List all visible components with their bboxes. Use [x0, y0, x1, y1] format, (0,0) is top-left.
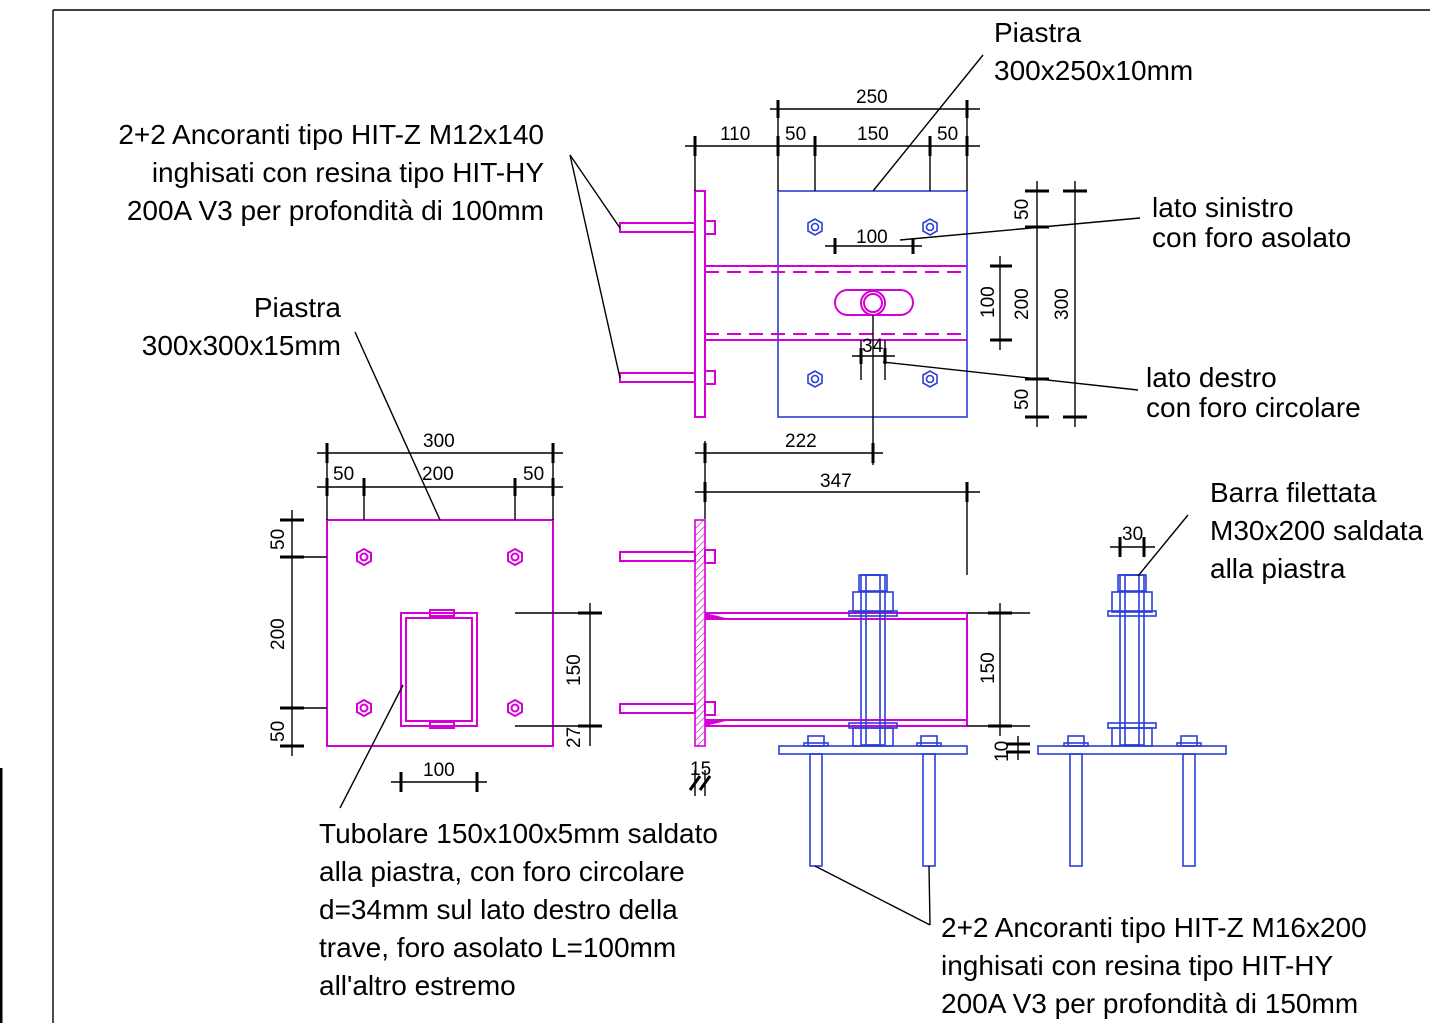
tube-welds — [429, 609, 455, 729]
dim-lp-27: 27 — [564, 727, 585, 748]
anchors-top-line1: 2+2 Ancoranti tipo HIT-Z M12x140 — [118, 119, 544, 150]
dim-lp-200: 200 — [422, 464, 454, 485]
dim-lp-v50-bottom: 50 — [268, 721, 289, 742]
dim-bar-30: 30 — [1122, 524, 1143, 545]
left-plate-dimension-texts: 300 50 200 50 50 200 50 150 27 100 — [268, 431, 585, 781]
dim-347: 347 — [820, 471, 852, 492]
tube-line5: all'altro estremo — [319, 970, 516, 1001]
left-side-line2: con foro asolato — [1152, 222, 1351, 253]
dim-side-150: 150 — [978, 652, 999, 684]
plate-top-title: Piastra — [994, 17, 1082, 48]
side-dimension-texts: 150 10 15 30 — [690, 524, 1143, 780]
tube-section-outer — [400, 612, 478, 727]
left-plate-bolts — [356, 547, 523, 718]
tube-line4: trave, foro asolato L=100mm — [319, 932, 676, 963]
dim-50-left: 50 — [785, 124, 806, 145]
bar-line1: Barra filettata — [1210, 477, 1377, 508]
side-dimension-lines — [688, 537, 1155, 796]
dim-110: 110 — [720, 124, 750, 145]
dim-lp-v50-top: 50 — [268, 529, 289, 550]
dim-250: 250 — [856, 87, 888, 108]
top-dimension-lines — [685, 100, 1087, 575]
base-plate-left — [778, 735, 968, 867]
tube-section-inner — [405, 617, 473, 722]
tube-line3: d=34mm sul lato destro della — [319, 894, 678, 925]
threaded-bar-left — [848, 574, 898, 747]
dim-slot-100: 100 — [856, 227, 888, 248]
tube-line2: alla piastra, con foro circolare — [319, 856, 685, 887]
beam-top-view — [705, 265, 967, 341]
anchors-bottom-line2: inghisati con resina tipo HIT-HY — [941, 950, 1334, 981]
dim-hole-34: 34 — [862, 336, 884, 357]
left-side-line1: lato sinistro — [1152, 192, 1294, 223]
anchors-bottom-line1: 2+2 Ancoranti tipo HIT-Z M16x200 — [941, 912, 1367, 943]
tube-line1: Tubolare 150x100x5mm saldato — [319, 818, 718, 849]
dim-222: 222 — [785, 431, 817, 452]
left-plate-view: 300 50 200 50 50 200 50 150 27 100 — [268, 331, 602, 809]
top-anchors — [619, 220, 716, 385]
wall-plate-section — [694, 519, 706, 747]
plate-left-title: Piastra — [254, 292, 342, 323]
annotation-labels: Piastra 300x250x10mm 2+2 Ancoranti tipo … — [118, 17, 1423, 1019]
beam-elevation — [705, 612, 968, 727]
dim-lp-v200: 200 — [268, 618, 289, 650]
dim-v300: 300 — [1052, 288, 1073, 320]
threaded-bar-right — [1107, 574, 1157, 747]
plate-left-size: 300x300x15mm — [142, 330, 341, 361]
bar-line3: alla piastra — [1210, 553, 1346, 584]
left-plate-dimension-lines — [280, 443, 602, 792]
dim-lp-50-right: 50 — [523, 464, 544, 485]
right-side-line2: con foro circolare — [1146, 392, 1361, 423]
side-leaders — [814, 514, 1189, 926]
top-dimension-texts: 250 110 50 150 50 100 34 222 347 50 100 … — [720, 87, 1073, 492]
plate-top-size: 300x250x10mm — [994, 55, 1193, 86]
dim-lp-100: 100 — [423, 760, 455, 781]
anchors-top-line2: inghisati con resina tipo HIT-HY — [152, 157, 545, 188]
top-plan-view: 250 110 50 150 50 100 34 222 347 50 100 … — [569, 54, 1141, 575]
dim-side-10: 10 — [992, 741, 1013, 762]
side-elevation-view: 150 10 15 30 — [619, 514, 1227, 926]
slotted-hole — [834, 289, 914, 316]
dim-150: 150 — [857, 124, 889, 145]
wall-plate-edge-top — [694, 190, 706, 418]
bar-line2: M30x200 saldata — [1210, 515, 1424, 546]
top-leaders — [569, 54, 1141, 391]
dim-v200: 200 — [1012, 288, 1033, 320]
dim-lp-300: 300 — [423, 431, 455, 452]
dim-v50-top: 50 — [1012, 199, 1033, 220]
right-side-line1: lato destro — [1146, 362, 1277, 393]
dim-lp-150: 150 — [564, 654, 585, 686]
dim-v50-bottom: 50 — [1012, 389, 1033, 410]
dim-side-15: 15 — [690, 759, 711, 780]
dim-50-right: 50 — [937, 124, 958, 145]
base-plate-right — [1037, 735, 1227, 867]
anchors-bottom-line3: 200A V3 per profondità di 150mm — [941, 988, 1358, 1019]
dim-v100: 100 — [978, 286, 999, 318]
anchors-top-line3: 200A V3 per profondità di 100mm — [127, 195, 544, 226]
plate-bolts — [807, 218, 938, 388]
dim-lp-50-left: 50 — [333, 464, 354, 485]
sheet-frame — [0, 9, 1430, 1023]
left-plate-leaders — [339, 331, 441, 809]
side-anchors — [619, 549, 716, 716]
